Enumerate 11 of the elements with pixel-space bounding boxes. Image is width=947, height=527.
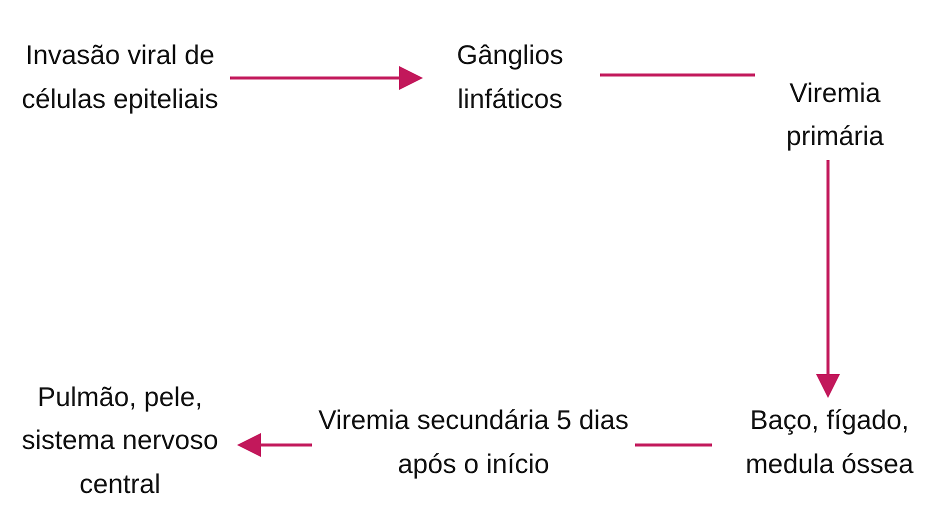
node-label: Pulmão, pele, sistema nervoso central [0, 355, 240, 527]
node-label: Invasão viral de células epiteliais [10, 10, 230, 145]
node-label: Viremia primária [755, 70, 915, 160]
arrow [237, 433, 312, 457]
node-label: Gânglios linfáticos [420, 30, 600, 125]
connector-line [600, 74, 755, 76]
arrow [816, 160, 840, 398]
arrow [230, 66, 423, 90]
node-label: Baço, fígado, medula óssea [712, 395, 947, 490]
node-label: Viremia secundária 5 dias após o início [312, 395, 635, 490]
connector-line [635, 444, 712, 446]
